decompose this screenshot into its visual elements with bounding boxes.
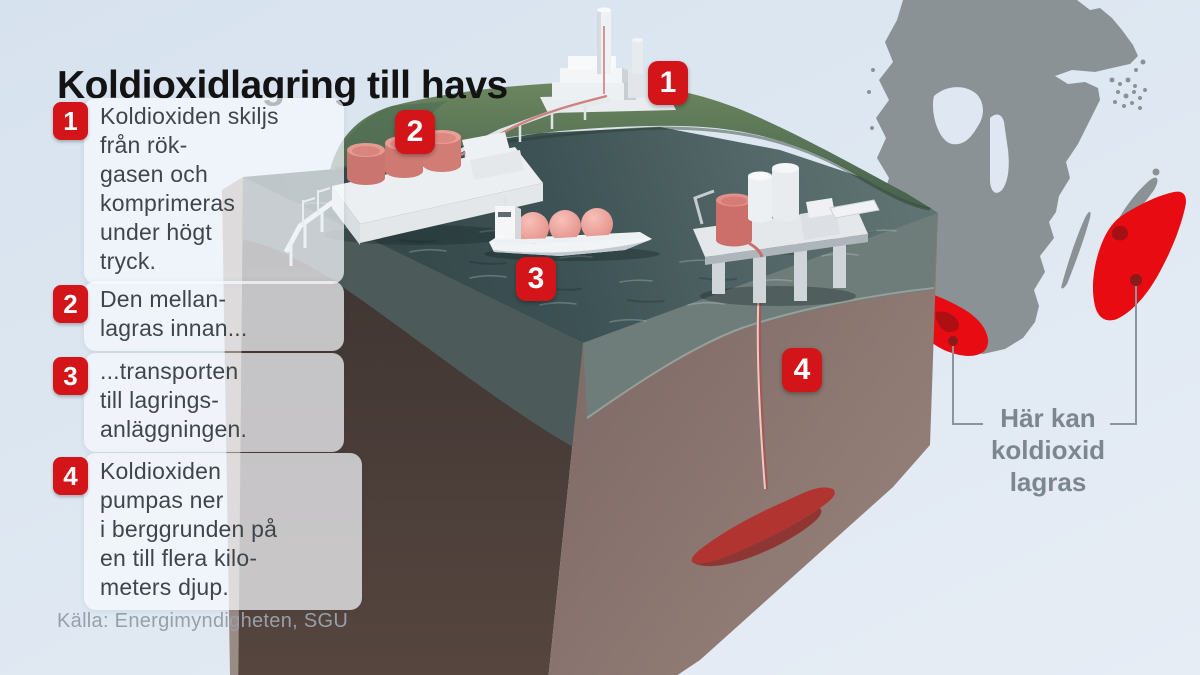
map-storage-label: Här kan koldioxid lagras xyxy=(990,403,1106,497)
plant-building-mid xyxy=(560,68,622,83)
scene-marker-4: 4 xyxy=(782,348,822,392)
ship-hull-shade xyxy=(494,239,652,256)
storage-tank-1 xyxy=(347,150,385,185)
smokestack-shade xyxy=(597,10,601,74)
co2-deposit-shadow xyxy=(692,508,822,567)
bridge-windows xyxy=(498,212,511,217)
step-panel-3: 3 ...transporten till lagrings- anläggni… xyxy=(53,353,344,452)
step-panel-1: 1 Koldioxiden skiljs från rök- gasen och… xyxy=(53,98,344,284)
smokestack-small-top xyxy=(632,38,643,42)
scene-marker-1: 1 xyxy=(648,61,688,105)
offshore-platform xyxy=(693,163,880,306)
step-panel-2: 2 Den mellan- lagras innan... xyxy=(53,281,344,351)
step-4-badge: 4 xyxy=(53,457,88,495)
platform-red-tank-rim xyxy=(721,196,747,206)
source-attribution: Källa: Energimyndigheten, SGU xyxy=(57,610,349,632)
map-marker-dot-baltic xyxy=(1130,274,1142,286)
platform-pipe-bend xyxy=(743,238,764,258)
cargo-sphere-1 xyxy=(517,212,549,244)
storage-tank-3-rim xyxy=(428,133,456,143)
step-4-text: Koldioxiden pumpas ner i berggrunden på … xyxy=(100,458,278,600)
lake-vanern xyxy=(932,87,983,145)
archipelago-islands xyxy=(867,59,1147,130)
smokestack-small xyxy=(632,40,643,74)
platform-deck-edge xyxy=(705,234,868,265)
platform-silo-1-top xyxy=(748,171,772,181)
smokestack-top xyxy=(597,7,611,13)
scene-marker-3: 3 xyxy=(516,257,556,301)
ship-deck xyxy=(492,233,648,245)
map-callout-line-right xyxy=(1110,286,1137,425)
ship-bridge xyxy=(495,206,515,239)
cargo-sphere-3 xyxy=(581,208,613,240)
storage-area-baltic-core xyxy=(1111,225,1129,241)
terminal-building-2 xyxy=(470,150,524,180)
step-3-text: ...transporten till lagrings- anläggning… xyxy=(100,358,248,442)
faro-island xyxy=(1152,168,1160,176)
storage-area-south-core xyxy=(935,311,959,333)
step-3-badge: 3 xyxy=(53,357,88,395)
step-2-text: Den mellan- lagras innan... xyxy=(100,286,248,341)
scene-marker-2: 2 xyxy=(395,110,435,154)
cargo-sphere-2 xyxy=(549,210,581,242)
storage-tank-1-rim xyxy=(352,146,380,156)
step-1-text: Koldioxiden skiljs från rök- gasen och k… xyxy=(100,103,279,274)
step-2-badge: 2 xyxy=(53,285,88,323)
platform-crane xyxy=(693,189,715,225)
ship-bridge-side xyxy=(515,206,521,239)
step-panel-4: 4 Koldioxiden pumpas ner i berggrunden p… xyxy=(53,453,362,610)
platform-silo-2 xyxy=(772,168,799,221)
transport-ship xyxy=(484,196,660,261)
oland-island xyxy=(1061,211,1091,289)
seabed-line xyxy=(586,287,935,419)
helipad xyxy=(829,199,880,219)
platform-module-2 xyxy=(806,198,835,218)
plant-building xyxy=(552,82,624,100)
storage-area-baltic xyxy=(1092,191,1186,321)
platform-silo-1 xyxy=(748,176,772,223)
lake-vattern xyxy=(990,114,1009,193)
platform-water-shadow xyxy=(700,286,856,306)
platform-silo-2-top xyxy=(772,163,799,173)
map-marker-dot-south xyxy=(948,336,958,346)
step-1-badge: 1 xyxy=(53,102,88,140)
platform-red-tank xyxy=(716,200,752,247)
capture-plant xyxy=(540,7,676,113)
map-callout-line-left xyxy=(952,346,983,425)
co2-deposit xyxy=(691,487,835,564)
green-hill xyxy=(330,81,932,209)
terminal-platform-front xyxy=(360,183,543,243)
